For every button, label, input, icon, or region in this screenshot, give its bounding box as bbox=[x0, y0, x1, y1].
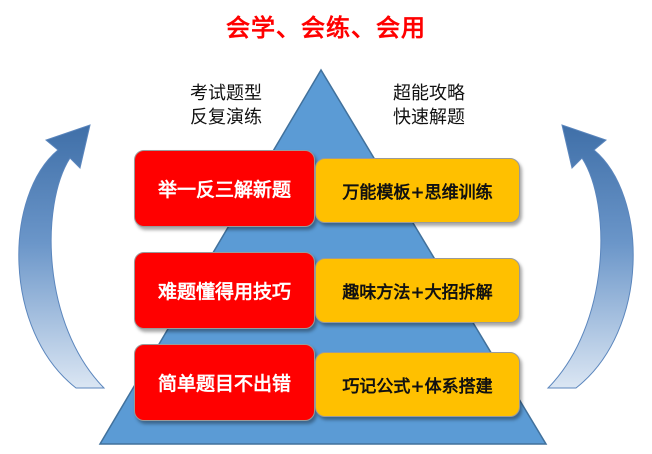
right-caption-line-1: 超能攻略 bbox=[393, 83, 465, 104]
level-2-right-box: 趣味方法+大招拆解 bbox=[315, 258, 520, 323]
right-caption: 超能攻略 快速解题 bbox=[364, 82, 494, 130]
left-caption-line-2: 反复演练 bbox=[190, 107, 262, 128]
level-2-left-box: 难题懂得用技巧 bbox=[134, 252, 315, 329]
right-cycle-arrow bbox=[546, 124, 634, 389]
left-caption-line-1: 考试题型 bbox=[190, 83, 262, 104]
level-3-right-box: 巧记公式+体系搭建 bbox=[315, 352, 520, 417]
left-cycle-arrow bbox=[18, 124, 106, 389]
right-caption-line-2: 快速解题 bbox=[393, 107, 465, 128]
level-1-right-box: 万能模板+思维训练 bbox=[315, 158, 520, 223]
left-caption: 考试题型 反复演练 bbox=[161, 82, 291, 130]
page-title: 会学、会练、会用 bbox=[226, 14, 426, 42]
level-1-left-box: 举一反三解新题 bbox=[134, 150, 315, 227]
level-3-left-box: 简单题目不出错 bbox=[134, 344, 315, 421]
